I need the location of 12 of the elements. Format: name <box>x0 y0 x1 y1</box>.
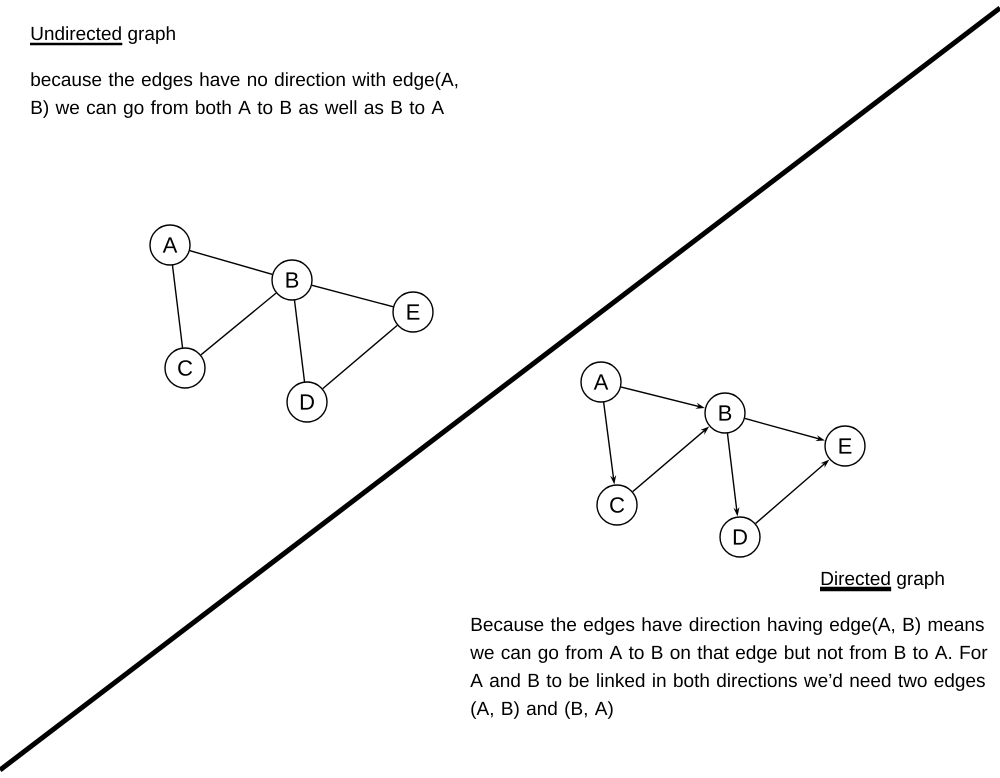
edge-line <box>312 284 394 308</box>
edge-line <box>190 250 272 275</box>
underlined-heading: Undirected <box>30 26 122 46</box>
description-text: Because the edges have direction having edge(A, B) means we can go from A to B on that edge but not from B to A. For A and B to be linked in both directions we’d need two edges (A, B) and (B, A) <box>470 617 988 719</box>
edge-line <box>322 324 398 390</box>
edge-line <box>294 300 306 382</box>
edge-line <box>172 265 184 348</box>
heading-text: graph <box>897 571 944 589</box>
heading-text: graph <box>128 26 175 44</box>
description-text: because the edges have no direction with edge(A, B) we can go from both A to B as well as B to A <box>31 72 458 118</box>
underlined-heading: Directed <box>820 571 892 592</box>
edge-line <box>200 292 276 356</box>
